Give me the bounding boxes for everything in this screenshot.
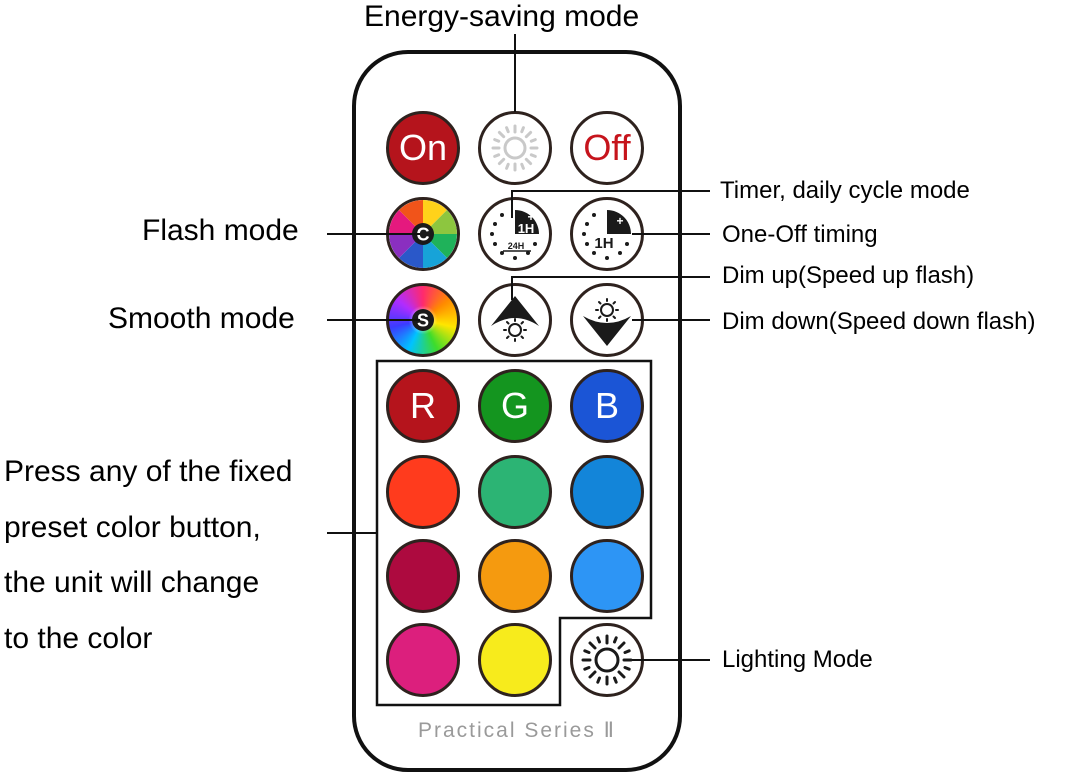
- timer-daily-bottom-text: 24H: [508, 241, 525, 251]
- color-wheel-icon: C: [389, 200, 457, 268]
- preset-color-button-yellow[interactable]: [478, 623, 552, 697]
- blue-button-label: B: [594, 385, 619, 426]
- dim-up-button[interactable]: [478, 283, 552, 357]
- energy-saving-button[interactable]: [478, 111, 552, 185]
- timer-oneoff-text: 1H: [594, 235, 613, 252]
- oneoff-timing-label: One-Off timing: [722, 221, 878, 248]
- timer-daily-top-text: 1H: [518, 221, 535, 236]
- preset-description-line-1: Press any of the fixed: [4, 455, 293, 488]
- flash-mode-letter: C: [417, 225, 430, 245]
- brand-label: Practical Series Ⅱ: [417, 719, 617, 742]
- flash-mode-label: Flash mode: [142, 214, 299, 247]
- preset-description-line-2: preset color button,: [4, 511, 261, 544]
- on-button-label: On: [398, 127, 448, 168]
- dim-down-button[interactable]: [570, 283, 644, 357]
- sun-icon: [581, 634, 633, 686]
- preset-description-line-3: the unit will change: [4, 566, 260, 599]
- blue-button[interactable]: B: [570, 369, 644, 443]
- dim-up-label: Dim up(Speed up flash): [722, 262, 975, 289]
- preset-color-button-orange-red[interactable]: [386, 455, 460, 529]
- flash-mode-button[interactable]: C: [386, 197, 460, 271]
- red-button-label: R: [410, 385, 436, 426]
- dim-sun-icon: [491, 124, 539, 172]
- timer-daily-leader: [511, 190, 710, 218]
- preset-color-button-orange[interactable]: [478, 539, 552, 613]
- lighting-mode-button[interactable]: [570, 623, 644, 697]
- energy-saving-label: Energy-saving mode: [364, 0, 640, 33]
- preset-color-button-sea-green[interactable]: [478, 455, 552, 529]
- preset-color-button-sky-blue[interactable]: [570, 539, 644, 613]
- off-button[interactable]: Off: [570, 111, 644, 185]
- dim-up-leader: [511, 276, 710, 300]
- timer-oneoff-icon: + 1H: [582, 210, 631, 260]
- lighting-mode-label: Lighting Mode: [722, 646, 873, 673]
- on-button[interactable]: On: [386, 111, 460, 185]
- red-button[interactable]: R: [386, 369, 460, 443]
- green-button-label: G: [500, 385, 529, 426]
- timer-cycle-icon: + 1H 24H: [490, 210, 539, 260]
- dim-down-icon: [583, 298, 631, 346]
- smooth-mode-label: Smooth mode: [108, 302, 295, 335]
- off-button-label: Off: [583, 127, 631, 168]
- svg-text:+: +: [527, 210, 534, 224]
- dim-down-label: Dim down(Speed down flash): [722, 308, 1036, 335]
- timer-daily-button[interactable]: + 1H 24H: [478, 197, 552, 271]
- preset-color-frame: [375, 359, 653, 707]
- svg-text:+: +: [616, 214, 623, 228]
- timer-daily-label: Timer, daily cycle mode: [720, 177, 970, 204]
- green-button[interactable]: G: [478, 369, 552, 443]
- preset-color-button-magenta[interactable]: [386, 623, 460, 697]
- dim-up-icon: [491, 296, 539, 342]
- preset-color-button-crimson[interactable]: [386, 539, 460, 613]
- smooth-gradient-icon: S: [412, 309, 434, 331]
- smooth-mode-letter: S: [417, 311, 429, 331]
- preset-description-line-4: to the color: [4, 622, 153, 655]
- preset-color-button-azure[interactable]: [570, 455, 644, 529]
